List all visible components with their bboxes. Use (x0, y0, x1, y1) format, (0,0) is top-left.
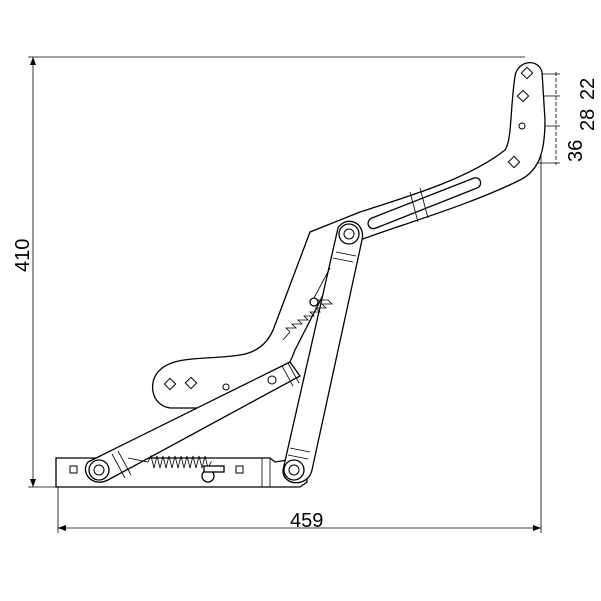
dim-hole-spacing-22: 22 (577, 78, 599, 100)
pivot-bolts (88, 223, 360, 481)
dim-height-label: 410 (12, 239, 34, 272)
lower-spring (127, 454, 225, 483)
lower-link-arm (84, 361, 301, 483)
dim-hole-spacing-36: 36 (565, 140, 587, 162)
dim-width-label: 459 (290, 510, 323, 532)
upper-spring (282, 267, 333, 341)
dim-hole-spacing-28: 28 (577, 109, 599, 131)
main-link-arm (282, 220, 364, 484)
